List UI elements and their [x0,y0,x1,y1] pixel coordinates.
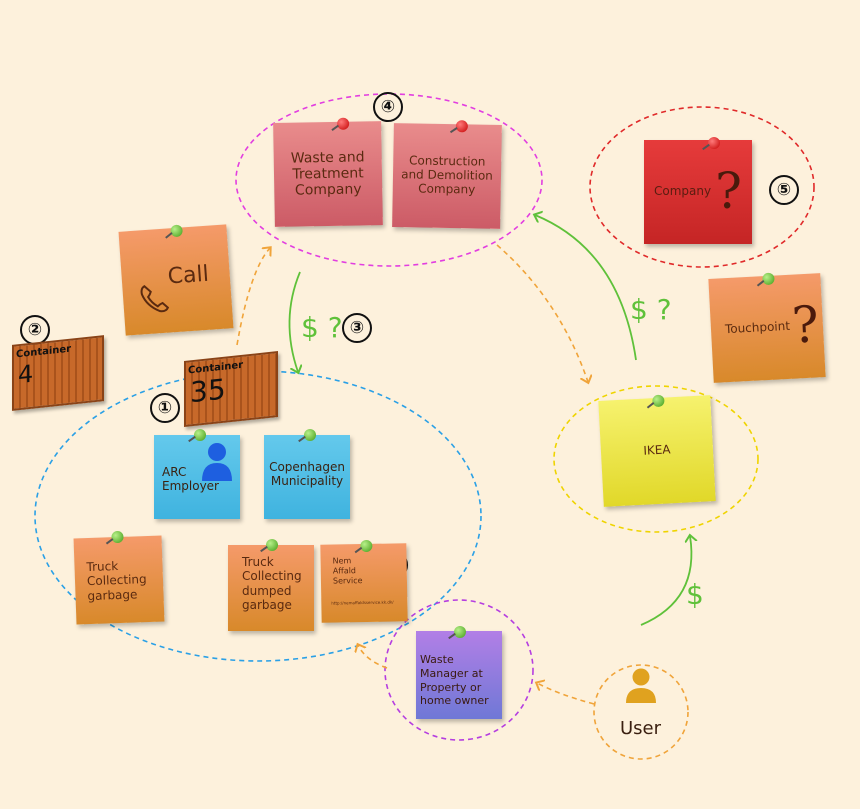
note-touchpoint-question-mark: ? [790,295,821,355]
price-label-left: $ ? [301,311,343,344]
cluster-ellipse-4 [235,93,543,267]
note-touchpoint-label: Touchpoint [724,318,791,337]
arrow-orange-top-to-ikea [496,244,588,382]
note-touchpoint: Touchpoint ? [708,272,826,383]
note-call: Call [118,224,234,336]
price-label-right: $ ? [630,293,672,326]
note-arc-employer-text: ARC Employer [162,465,219,494]
note-arc-employer: ARC Employer [154,429,240,519]
user-label: User [620,718,662,739]
note-construction-demolition-text: Construction and Demolition Company [401,153,493,197]
note-ikea: IKEA [598,394,716,507]
marker-1: ① [150,393,180,423]
phone-icon [140,284,170,313]
note-company-text: Company ? [654,140,744,244]
container-35-number: 35 [190,372,226,410]
arrow-orange-cluster1-to-top [236,248,270,346]
note-construction-demolition: Construction and Demolition Company [392,120,502,229]
note-ikea-text: IKEA [642,442,671,458]
note-nem-affald-url: http://nemaffaldsservice.kk.dk/ [331,599,394,606]
container-4-label: Container [16,343,72,361]
pin-icon [454,626,466,638]
arrow-orange-user-to-manager [537,683,595,705]
cluster-ellipse-5 [589,106,815,268]
note-company: Company ? [644,137,752,244]
note-truck-dumped: Truck Collecting dumped garbage [228,539,314,631]
arrow-orange-manager-to-cluster1 [358,645,388,669]
container-4-number: 4 [18,359,34,390]
container-35: Container 35 [184,351,278,427]
note-company-label: Company [654,184,712,199]
user-icon [626,668,656,703]
pin-icon [266,539,278,551]
note-call-text: Call [166,261,210,290]
cluster-circle-user [593,664,689,760]
pin-icon [111,530,124,544]
arrow-green-ikea-to-top [535,215,637,361]
note-company-question-mark: ? [715,162,742,221]
pin-icon [194,429,206,441]
cluster-ellipse-waste-manager [384,599,534,741]
note-truck-dumped-text: Truck Collecting dumped garbage [242,555,302,613]
note-copenhagen-municipality-text: Copenhagen Municipality [269,460,345,488]
note-nem-affald-text: Nem Affald Service [332,556,363,586]
container-4: Container 4 [12,335,104,411]
person-icon [202,443,232,481]
note-nem-affald: Nem Affald Service http://nemaffaldsserv… [320,539,408,623]
marker-3: ③ [342,313,372,343]
arrow-green-user-to-ikea [640,536,691,626]
pin-icon [360,539,373,553]
pin-icon [170,224,183,238]
marker-5: ⑤ [769,175,799,205]
note-touchpoint-text: Touchpoint ? [722,274,821,383]
price-label-user: $ [686,578,704,611]
pin-icon [304,429,316,441]
pin-icon [708,137,720,149]
note-waste-treatment: Waste and Treatment Company [273,117,383,227]
note-waste-treatment-text: Waste and Treatment Company [290,149,365,199]
note-waste-manager: Waste Manager at Property or home owner [416,626,502,719]
note-copenhagen-municipality: Copenhagen Municipality [264,429,350,519]
note-truck-collecting: Truck Collecting garbage [73,530,165,625]
note-waste-manager-text: Waste Manager at Property or home owner [420,653,489,708]
marker-4: ④ [373,92,403,122]
cluster-ellipse-ikea [553,385,759,533]
note-truck-collecting-text: Truck Collecting garbage [86,559,147,603]
arrow-green-top-to-cluster1 [288,271,300,372]
